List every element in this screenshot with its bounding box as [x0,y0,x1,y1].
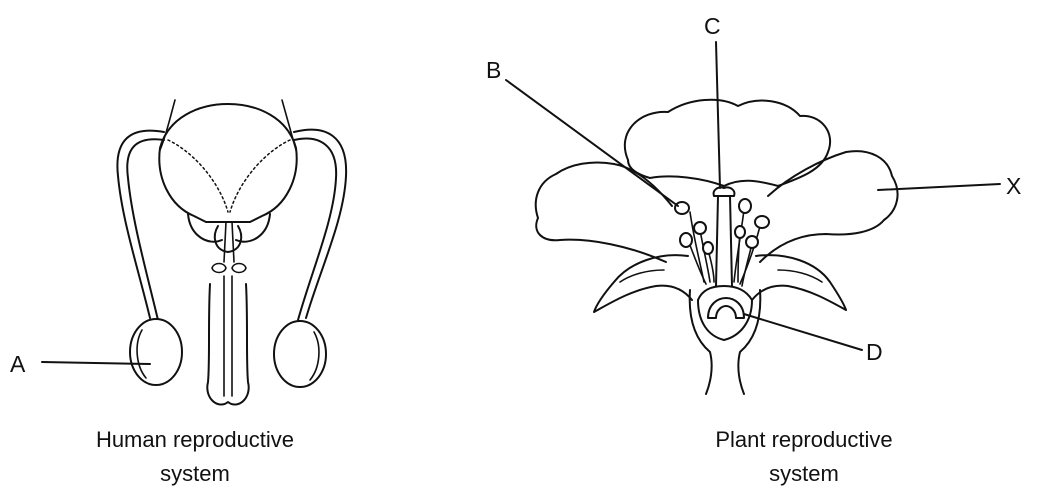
left-vas-deferens [117,131,164,318]
anther-7 [735,226,745,238]
bladder [159,104,296,222]
prostate [215,226,241,252]
anther-8 [703,242,713,254]
anther-5 [755,216,769,228]
filament-6 [742,244,752,286]
penile-urethra [224,276,232,396]
human-caption-line2: system [160,461,230,486]
stigma [714,187,735,196]
label-a: A [10,351,26,377]
label-c-pointer-line [716,42,720,188]
anther-2 [680,233,692,247]
flower-diagram [506,42,1000,394]
label-d: D [866,339,883,365]
label-x: X [1006,173,1021,199]
human-reproductive-diagram [42,100,346,405]
filament-7 [738,234,740,282]
anther-6 [746,236,758,248]
ovule [708,298,744,318]
anther-b [675,202,689,214]
penis [207,284,248,405]
petal-right [760,151,898,262]
cowpers-glands [212,264,246,273]
right-vas-deferens [294,130,346,318]
urethra-upper [224,222,234,262]
label-c: C [704,13,721,39]
label-b-pointer-line [506,80,678,206]
left-vas-deferens-inner [127,139,164,320]
sepal-right-inner [778,270,822,282]
style [716,196,732,286]
sepal-left-inner [620,270,664,282]
plant-caption-line1: Plant reproductive [715,427,892,452]
anther-3 [694,222,706,234]
label-b: B [486,57,501,83]
anther-4 [739,199,751,213]
sepal-right [752,255,846,310]
human-caption-line1: Human reproductive [96,427,294,452]
sepal-left [594,255,692,312]
vas-deferens-dotted-left [168,140,228,212]
stamens [675,199,769,286]
plant-caption-line2: system [769,461,839,486]
label-d-pointer-line [744,314,862,350]
